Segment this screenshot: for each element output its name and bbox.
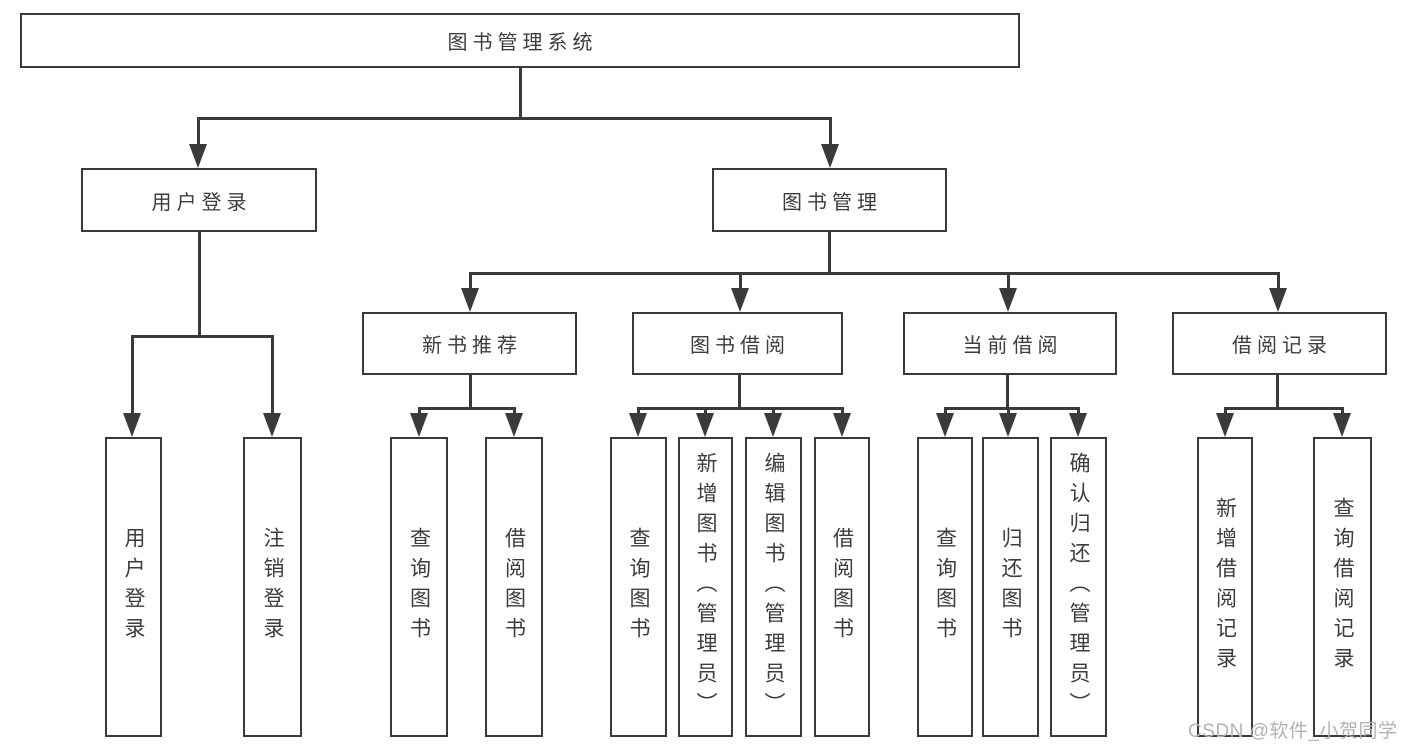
- arrowhead-current-borrow: [999, 288, 1017, 312]
- connector-to-br-add: [1224, 407, 1227, 417]
- arrowhead-bb-query: [629, 413, 647, 437]
- node-current-borrow-label: 当前借阅: [962, 335, 1063, 357]
- connector-root-stem: [519, 68, 522, 117]
- arrowhead-leaf-logout: [263, 413, 281, 437]
- connector-to-bb-borrow: [841, 407, 844, 417]
- leaf-current-query-books: 查询图书: [917, 437, 973, 737]
- leaf-borrow-query-books: 查询图书: [610, 437, 667, 737]
- connector-to-borrow-records: [1277, 272, 1280, 292]
- arrowhead-br-add: [1216, 413, 1234, 437]
- connector-book-mgmt-stem: [828, 232, 831, 272]
- leaf-borrow-borrow-books: 借阅图书: [814, 437, 870, 737]
- leaf-user-login-label: 用户登录: [122, 527, 145, 647]
- connector-to-nb-query: [418, 407, 421, 417]
- arrowhead-bb-edit: [764, 413, 782, 437]
- arrowhead-cb-confirm: [1069, 413, 1087, 437]
- node-root-label: 图书管理系统: [447, 32, 598, 54]
- leaf-newbook-borrow-books: 借阅图书: [485, 437, 543, 737]
- connector-to-current-borrow: [1007, 272, 1010, 292]
- arrowhead-book-mgmt: [821, 144, 839, 168]
- connector-records-branch: [1224, 407, 1344, 410]
- leaf-newbook-query-books: 查询图书: [390, 437, 448, 737]
- node-book-borrow: 图书借阅: [632, 312, 843, 375]
- connector-currentborrow-branch: [944, 407, 1079, 410]
- connector-bookborrow-stem: [738, 375, 741, 407]
- leaf-borrow-borrow-books-label: 借阅图书: [830, 527, 854, 647]
- leaf-records-query-record: 查询借阅记录: [1313, 437, 1372, 737]
- arrowhead-user-login: [189, 144, 207, 168]
- node-current-borrow: 当前借阅: [903, 312, 1117, 375]
- connector-to-nb-borrow: [513, 407, 516, 417]
- leaf-current-return-books-label: 归还图书: [999, 527, 1022, 647]
- node-book-management-label: 图书管理: [782, 191, 882, 214]
- connector-to-cb-confirm: [1077, 407, 1080, 417]
- node-user-login-label: 用户登录: [151, 191, 252, 214]
- node-borrow-records: 借阅记录: [1172, 312, 1387, 375]
- connector-to-leaf-login: [131, 335, 134, 418]
- connector-to-book-borrow: [739, 272, 742, 292]
- node-user-login: 用户登录: [81, 168, 317, 232]
- node-new-book-recommend: 新书推荐: [362, 312, 577, 375]
- leaf-logout: 注销登录: [243, 437, 302, 737]
- leaf-borrow-edit-books-admin: 编辑图书（管理员）: [745, 437, 802, 737]
- node-new-book-recommend-label: 新书推荐: [422, 335, 522, 357]
- leaf-borrow-query-books-label: 查询图书: [627, 527, 650, 647]
- node-borrow-records-label: 借阅记录: [1232, 335, 1332, 357]
- arrowhead-bb-borrow: [833, 413, 851, 437]
- leaf-current-confirm-return-admin-label: 确认归还（管理员）: [1067, 452, 1090, 722]
- connector-to-cb-query: [944, 407, 947, 417]
- arrowhead-book-borrow: [731, 288, 749, 312]
- connector-to-bb-add: [704, 407, 707, 417]
- connector-bookborrow-branch: [637, 407, 843, 410]
- arrowhead-new-book-rec: [461, 288, 479, 312]
- leaf-borrow-add-books-admin: 新增图书（管理员）: [678, 437, 733, 737]
- arrowhead-nb-query: [410, 413, 428, 437]
- connector-to-new-book-rec: [469, 272, 472, 292]
- leaf-current-confirm-return-admin: 确认归还（管理员）: [1050, 437, 1107, 737]
- connector-user-login-stem: [198, 232, 201, 335]
- arrowhead-cb-query: [936, 413, 954, 437]
- connector-to-bb-query: [637, 407, 640, 417]
- connector-user-login-branch: [131, 335, 273, 338]
- arrowhead-br-query: [1333, 413, 1351, 437]
- leaf-borrow-add-books-admin-label: 新增图书（管理员）: [694, 452, 717, 722]
- arrowhead-cb-return: [999, 413, 1017, 437]
- leaf-records-query-record-label: 查询借阅记录: [1331, 497, 1354, 677]
- arrowhead-borrow-records: [1269, 288, 1287, 312]
- connector-to-leaf-logout: [271, 335, 274, 418]
- leaf-current-query-books-label: 查询图书: [933, 527, 957, 647]
- connector-newbook-stem: [469, 375, 472, 407]
- leaf-records-add-record-label: 新增借阅记录: [1213, 497, 1237, 677]
- connector-root-branch: [197, 117, 831, 120]
- leaf-current-return-books: 归还图书: [982, 437, 1039, 737]
- leaf-borrow-edit-books-admin-label: 编辑图书（管理员）: [762, 452, 785, 722]
- connector-newbook-branch: [418, 407, 515, 410]
- connector-book-mgmt-branch: [469, 272, 1279, 275]
- leaf-logout-label: 注销登录: [261, 527, 284, 647]
- arrowhead-bb-add: [696, 413, 714, 437]
- connector-to-book-mgmt: [829, 117, 832, 150]
- arrowhead-leaf-login: [123, 413, 141, 437]
- leaf-newbook-query-books-label: 查询图书: [407, 527, 431, 647]
- node-book-borrow-label: 图书借阅: [690, 335, 790, 357]
- csdn-watermark: CSDN @软件_小贺同学: [1188, 721, 1398, 742]
- connector-to-br-query: [1341, 407, 1344, 417]
- connector-currentborrow-stem: [1006, 375, 1009, 407]
- leaf-user-login: 用户登录: [105, 437, 162, 737]
- connector-to-cb-return: [1007, 407, 1010, 417]
- arrowhead-nb-borrow: [505, 413, 523, 437]
- leaf-records-add-record: 新增借阅记录: [1197, 437, 1253, 737]
- connector-records-stem: [1276, 375, 1279, 407]
- node-book-management: 图书管理: [712, 168, 947, 232]
- leaf-newbook-borrow-books-label: 借阅图书: [502, 527, 526, 647]
- connector-to-bb-edit: [772, 407, 775, 417]
- node-root-system: 图书管理系统: [20, 13, 1020, 68]
- connector-to-user-login: [197, 117, 200, 150]
